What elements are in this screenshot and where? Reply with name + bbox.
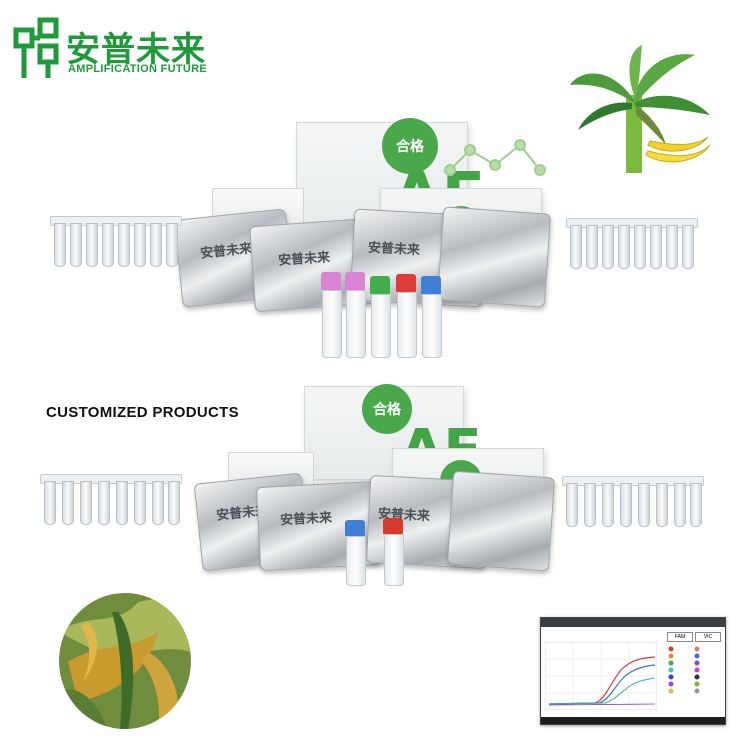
- vial-body: [422, 294, 442, 358]
- vial-top-3: [370, 276, 391, 358]
- vial-top-1: [321, 272, 342, 358]
- vial-body: [397, 292, 417, 358]
- vial-body: [322, 290, 342, 358]
- brand-name-cn: 安普未来: [66, 30, 206, 70]
- vial-top-2: [345, 272, 366, 358]
- foil-pouch-4: [436, 206, 552, 308]
- pcr-tube-strip-top-right: [566, 218, 698, 270]
- pcr-software-screenshot: FAM VIC: [540, 617, 726, 725]
- pcr-tube-strip-top-left: [50, 216, 182, 268]
- vial-body: [371, 294, 391, 358]
- brand-name-en: AMPLIFICATION FUTURE: [68, 63, 208, 75]
- banana-plant-icon: [570, 45, 711, 173]
- vial-cap: [383, 518, 403, 534]
- vial-body: [346, 536, 366, 586]
- software-nav-bar: [541, 717, 725, 724]
- pcr-tube-strip-bottom-right: [562, 476, 704, 528]
- vial-cap: [396, 274, 416, 292]
- vial-top-4: [396, 274, 417, 358]
- vial-body: [346, 290, 366, 358]
- foil-pouch-b4: [446, 470, 556, 572]
- well-color-legend: [668, 646, 700, 694]
- vial-bottom-2: [383, 518, 404, 586]
- vial-cap: [345, 520, 365, 536]
- software-tab-vic[interactable]: VIC: [695, 632, 721, 642]
- diseased-banana-leaf-photo: [59, 593, 191, 729]
- vial-bottom-1: [345, 520, 366, 586]
- vial-top-5: [421, 276, 442, 358]
- software-header: [541, 618, 725, 627]
- qualified-badge: 合格: [382, 118, 438, 174]
- vial-body: [384, 534, 404, 586]
- pouch-label-b2: 安普未来: [279, 510, 333, 529]
- pcr-tube-strip-bottom-left: [40, 474, 182, 526]
- qualified-badge-bottom: 合格: [362, 384, 412, 434]
- vial-cap: [421, 276, 441, 294]
- vial-cap: [345, 272, 365, 290]
- vial-cap: [321, 272, 341, 290]
- customized-products-heading: CUSTOMIZED PRODUCTS: [46, 404, 239, 421]
- molecule-pattern-icon: [444, 139, 546, 176]
- pouch-label-2: 安普未来: [277, 250, 331, 269]
- pouch-label-3: 安普未来: [367, 240, 421, 259]
- amplification-curve-chart: [545, 642, 657, 710]
- software-tab-fam[interactable]: FAM: [667, 632, 693, 642]
- vial-cap: [370, 276, 390, 294]
- brand-logo-icon: [13, 17, 59, 78]
